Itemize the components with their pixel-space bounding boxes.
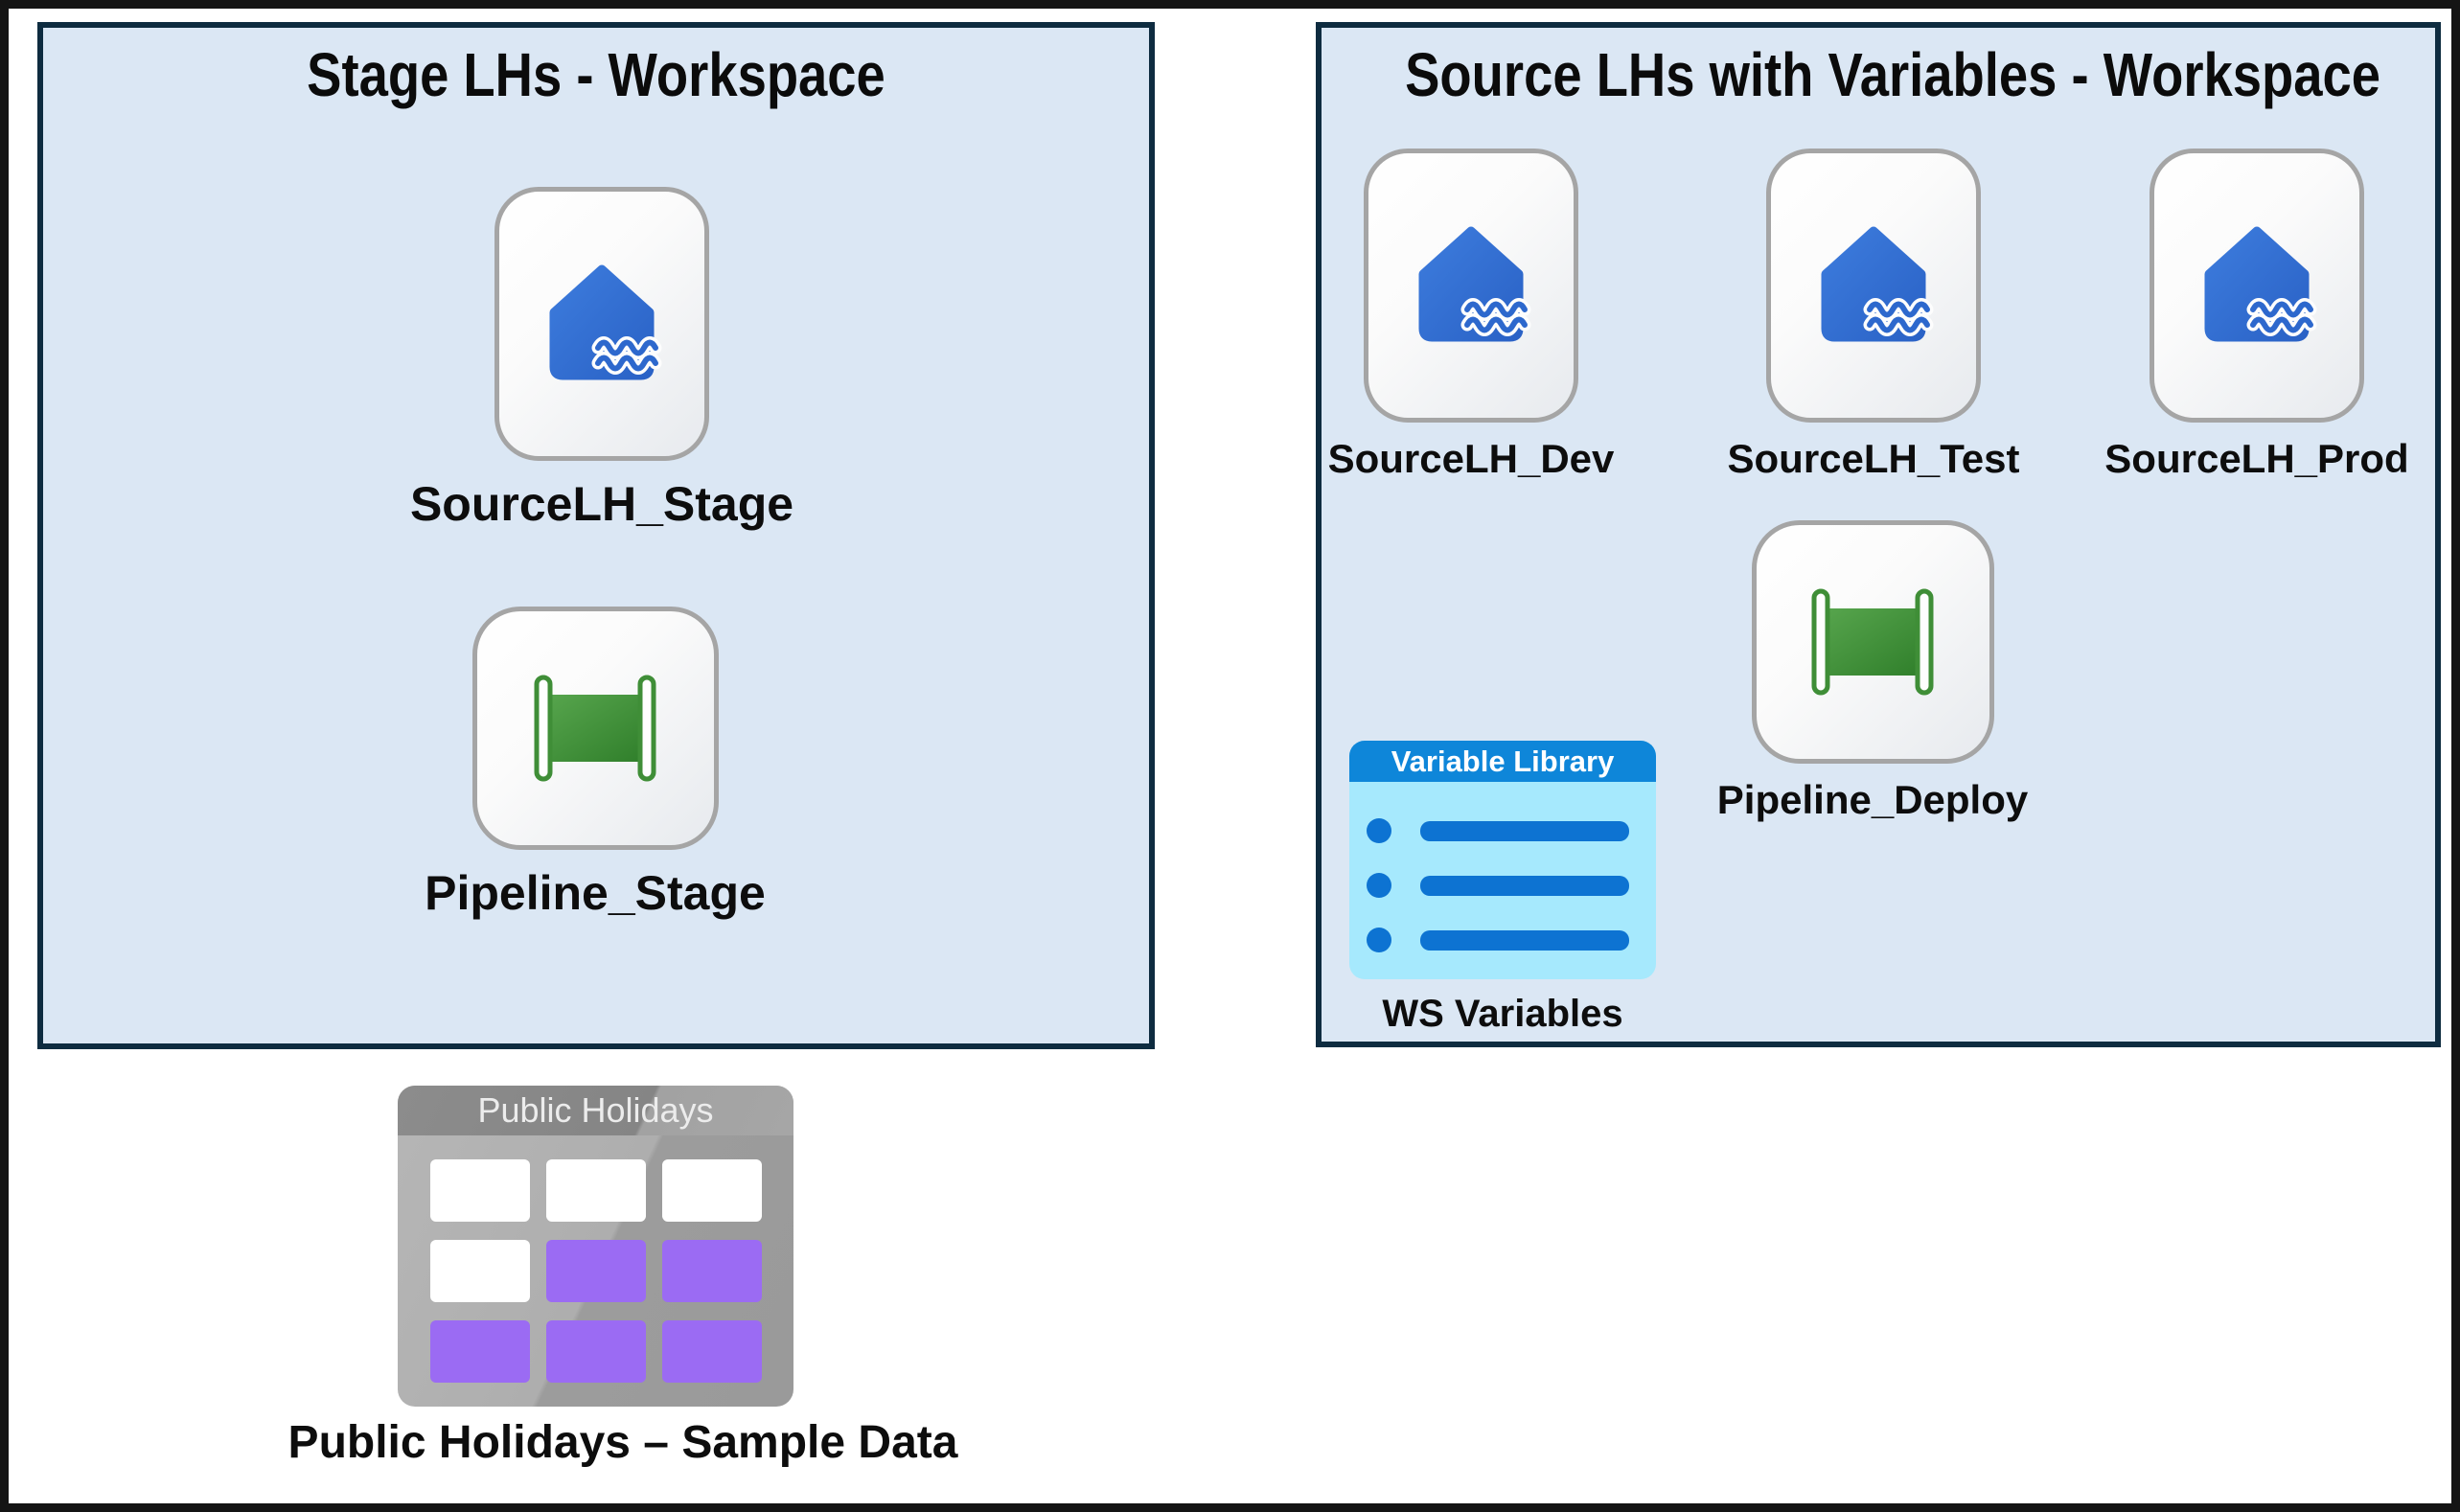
variable-library-rows — [1349, 782, 1656, 952]
lakehouse-icon — [1766, 149, 1981, 423]
table-icon-header: Public Holidays — [398, 1086, 793, 1135]
bullet-icon — [1367, 873, 1391, 898]
item-label: SourceLH_Prod — [2104, 436, 2409, 481]
table-icon: Public Holidays — [398, 1086, 793, 1407]
table-cell — [546, 1159, 646, 1222]
workspace-title-stage: Stage LHs - Workspace — [307, 40, 885, 109]
workspace-box-source: Source LHs with Variables - Workspace So… — [1316, 22, 2441, 1047]
table-grid — [430, 1159, 762, 1383]
table-cell — [662, 1159, 762, 1222]
item-label: Pipeline_Stage — [425, 866, 766, 920]
workspace-box-stage: Stage LHs - Workspace SourceLH_Stage — [37, 22, 1155, 1049]
table-cell — [662, 1240, 762, 1302]
item-ws-variables: Variable Library WS Varia — [1349, 741, 1656, 1036]
table-cell — [546, 1240, 646, 1302]
variable-library-icon: Variable Library — [1349, 741, 1656, 979]
item-sourcelh-stage: SourceLH_Stage — [410, 187, 793, 532]
lakehouse-icon — [1364, 149, 1578, 423]
table-cell — [430, 1320, 530, 1383]
table-cell — [430, 1159, 530, 1222]
variable-library-icon-header: Variable Library — [1349, 741, 1656, 782]
item-pipeline-stage: Pipeline_Stage — [403, 607, 787, 921]
item-label: WS Variables — [1382, 993, 1623, 1035]
variable-bar — [1420, 875, 1629, 896]
item-label: Pipeline_Deploy — [1716, 777, 2029, 822]
variable-row — [1367, 818, 1629, 843]
workspace-title-source: Source LHs with Variables - Workspace — [1405, 40, 2380, 109]
item-sourcelh-test: SourceLH_Test — [1727, 149, 2020, 482]
lakehouse-icon — [494, 187, 709, 461]
table-cell — [662, 1320, 762, 1383]
item-pipeline-deploy: Pipeline_Deploy — [1681, 520, 2064, 823]
bullet-icon — [1367, 928, 1391, 952]
pipeline-icon — [471, 607, 719, 850]
item-label: SourceLH_Dev — [1327, 436, 1615, 481]
bullet-icon — [1367, 818, 1391, 843]
variable-bar — [1420, 820, 1629, 841]
variable-row — [1367, 873, 1629, 898]
variable-bar — [1420, 929, 1629, 951]
item-sourcelh-prod: SourceLH_Prod — [2104, 149, 2409, 482]
table-cell — [430, 1240, 530, 1302]
variable-row — [1367, 928, 1629, 952]
item-label: SourceLH_Test — [1727, 436, 2020, 481]
lakehouse-icon — [2150, 149, 2364, 423]
table-cell — [546, 1320, 646, 1383]
sample-data-label: Public Holidays – Sample Data — [287, 1417, 958, 1468]
pipeline-icon — [1751, 520, 1994, 764]
item-sourcelh-dev: SourceLH_Dev — [1327, 149, 1615, 482]
item-label: SourceLH_Stage — [409, 477, 794, 531]
